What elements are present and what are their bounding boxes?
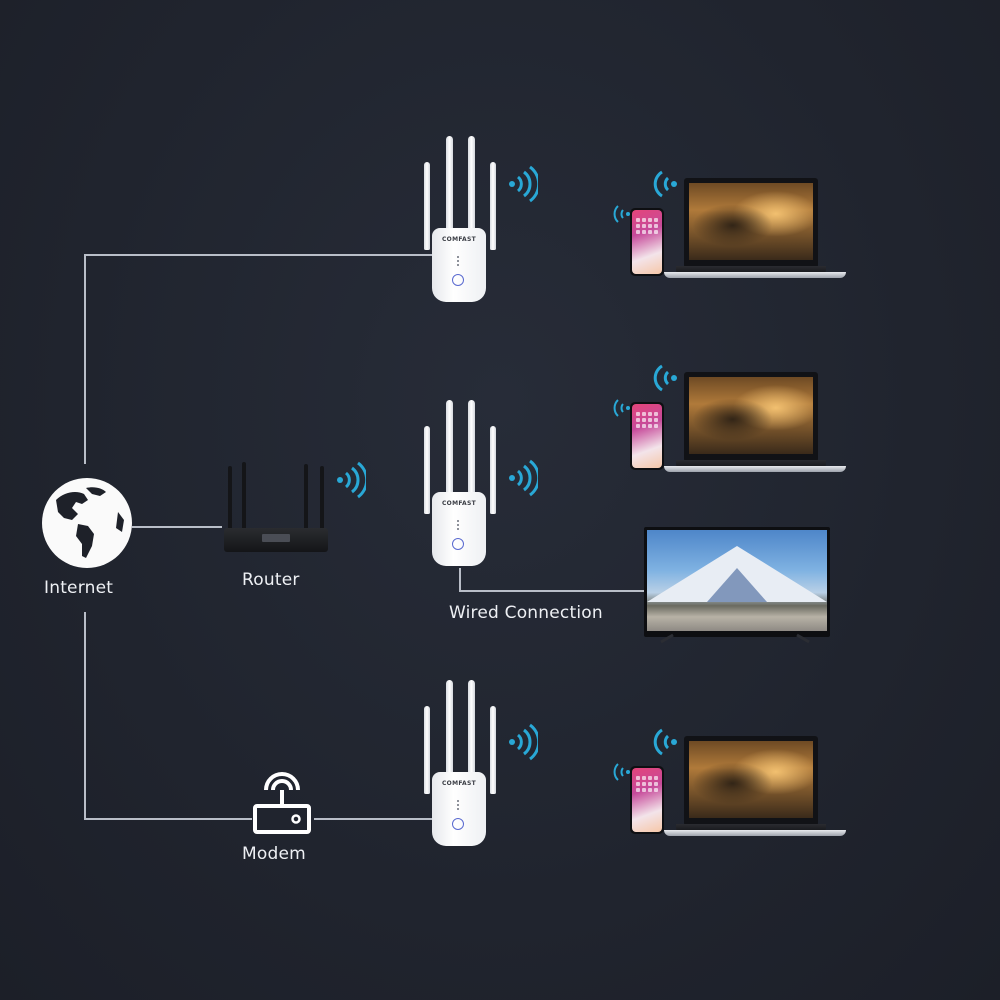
- wps-button: [452, 538, 464, 550]
- modem-label: Modem: [242, 844, 306, 864]
- wifi-signal-icon: [653, 364, 677, 392]
- wifi-signal-icon: [653, 170, 677, 198]
- client-group-middle: [606, 356, 856, 482]
- wifi-signal-icon: [613, 763, 630, 781]
- brand-label: COMFAST: [441, 780, 477, 787]
- link-extender-tv-horizontal: [459, 590, 645, 592]
- laptop-icon: [684, 736, 818, 826]
- link-internet-top-extender-vertical: [84, 254, 86, 464]
- wifi-signal-icon: [653, 728, 677, 756]
- link-internet-modem-horizontal: [84, 818, 252, 820]
- extender-top: COMFAST: [418, 132, 538, 312]
- modem-icon: [253, 772, 311, 834]
- phone-icon: [630, 766, 664, 834]
- wifi-signal-icon: [509, 165, 538, 203]
- link-extender-tv-vertical: [459, 568, 461, 592]
- wifi-signal-icon: [509, 723, 538, 761]
- extender-middle: COMFAST: [418, 396, 538, 576]
- wps-button: [452, 274, 464, 286]
- tv-icon: [644, 527, 830, 644]
- wifi-signal-icon: [613, 205, 630, 223]
- phone-icon: [630, 208, 664, 276]
- wps-button: [452, 818, 464, 830]
- brand-label: COMFAST: [441, 236, 477, 243]
- wifi-signal-icon: [509, 459, 538, 497]
- router-label: Router: [242, 570, 300, 590]
- laptop-icon: [684, 372, 818, 462]
- link-internet-router: [132, 526, 222, 528]
- wifi-signal-icon: [613, 399, 630, 417]
- wifi-signal-icon: [337, 461, 366, 499]
- client-group-top: [606, 162, 856, 288]
- extender-bottom: COMFAST: [418, 676, 538, 856]
- link-modem-bottom-extender: [314, 818, 432, 820]
- wired-connection-label: Wired Connection: [449, 603, 603, 623]
- client-group-bottom: [606, 720, 856, 846]
- link-internet-modem-vertical: [84, 612, 86, 820]
- router-icon: [222, 462, 330, 558]
- internet-label: Internet: [44, 578, 114, 598]
- laptop-icon: [684, 178, 818, 268]
- brand-label: COMFAST: [441, 500, 477, 507]
- link-internet-top-extender-horizontal: [84, 254, 432, 256]
- globe-icon: [42, 478, 132, 568]
- phone-icon: [630, 402, 664, 470]
